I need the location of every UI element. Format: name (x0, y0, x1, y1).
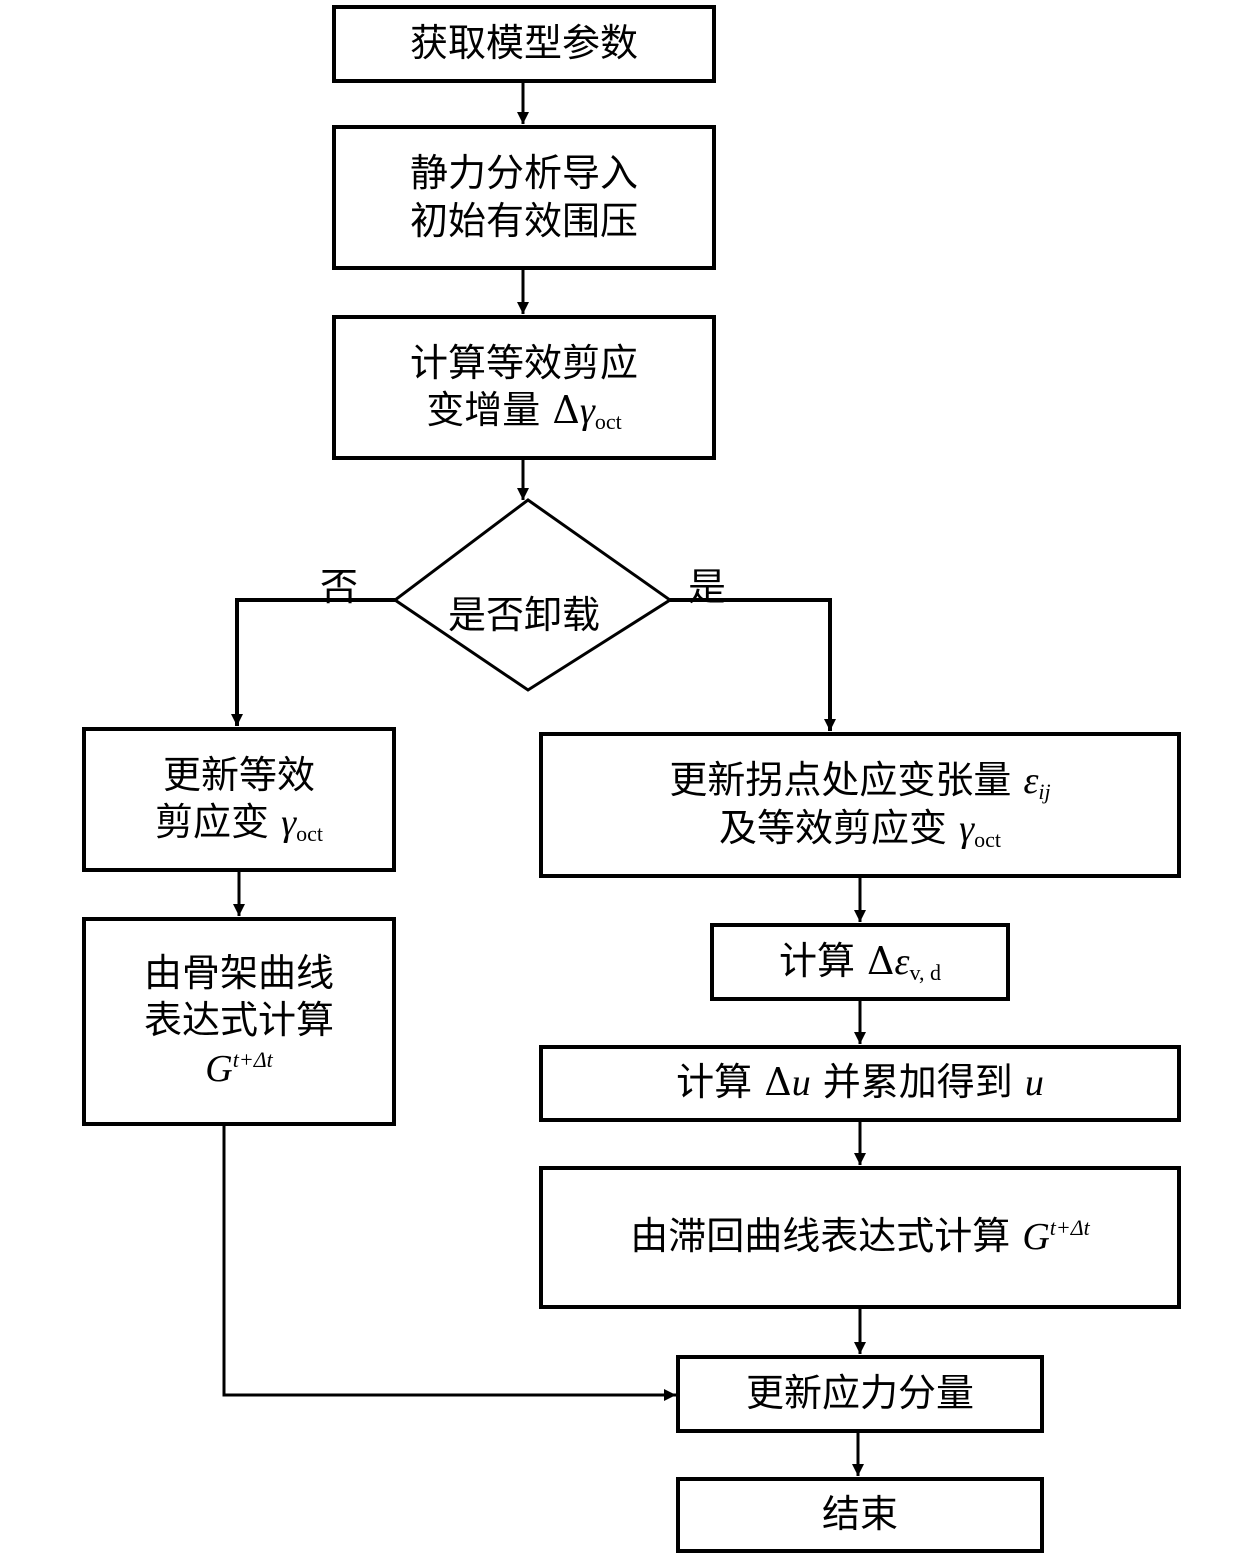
branch-yes-label: 是 (688, 565, 727, 609)
branch-yes-connector (670, 598, 832, 731)
end-box: 结束 (676, 1477, 1044, 1553)
arrow-skeleton-to-stress (222, 1125, 676, 1397)
update-stress-label: 更新应力分量 (745, 1371, 974, 1416)
decision-diamond (392, 498, 673, 692)
branch-no-connector (235, 598, 395, 726)
get-params-label: 获取模型参数 (409, 21, 638, 66)
calc-eps-vd-box: 计算 Δεv, d (710, 923, 1010, 1001)
update-shear-strain-box: 更新等效 剪应变 γoct (82, 727, 396, 872)
calc-u-line: 计算 Δu 并累加得到 u (676, 1059, 1044, 1108)
branch-no-label: 否 (320, 565, 359, 609)
oct-subscript: oct (594, 409, 622, 434)
static-analysis-line1: 静力分析导入 (409, 151, 638, 195)
hysteresis-text: 由滞回曲线表达式计算 (630, 1214, 1023, 1259)
g-symbol: G (205, 1047, 233, 1090)
u-symbol-2: u (1024, 1062, 1044, 1105)
update-right-line1: 更新拐点处应变张量 εij (669, 757, 1050, 806)
calc-eps-line: 计算 Δεv, d (779, 938, 941, 987)
skeleton-line1: 由骨架曲线 (143, 950, 334, 995)
calc-shear-line1: 计算等效剪应 (409, 340, 638, 385)
gamma-symbol: γ (579, 390, 595, 432)
update-stress-box: 更新应力分量 (676, 1355, 1044, 1433)
update-left-line1: 更新等效 (162, 752, 315, 797)
delta-symbol: Δ (552, 388, 580, 432)
update-left-line2: 剪应变 γoct (155, 799, 323, 848)
skeleton-line3: Gt+Δt (205, 1045, 272, 1094)
get-params-box: 获取模型参数 (332, 5, 716, 83)
calc-eps-text: 计算 (778, 938, 868, 983)
update-right-line2: 及等效剪应变 γoct (719, 805, 1001, 854)
t-dt-superscript: t+Δt (1049, 1215, 1090, 1241)
calc-shear-line2: 变增量 Δγoct (426, 387, 621, 436)
end-label: 结束 (821, 1492, 898, 1537)
u-symbol: u (791, 1062, 811, 1105)
delta-symbol: Δ (764, 1060, 792, 1105)
delta-symbol: Δ (867, 938, 895, 983)
g-symbol: G (1022, 1216, 1050, 1259)
hysteresis-box: 由滞回曲线表达式计算 Gt+Δt (539, 1166, 1181, 1309)
skeleton-curve-box: 由骨架曲线 表达式计算 Gt+Δt (82, 917, 396, 1126)
calc-u-text2: 并累加得到 (810, 1060, 1025, 1105)
update-strain-tensor-box: 更新拐点处应变张量 εij 及等效剪应变 γoct (539, 732, 1181, 878)
oct-subscript: oct (974, 827, 1001, 852)
static-analysis-box: 静力分析导入 初始有效围压 (332, 125, 716, 270)
epsilon-symbol: ε (894, 940, 910, 983)
vd-subscript: v, d (909, 959, 942, 985)
update-left-line2-text: 剪应变 (155, 800, 282, 844)
hysteresis-line: 由滞回曲线表达式计算 Gt+Δt (630, 1213, 1090, 1262)
gamma-symbol: γ (281, 802, 297, 844)
gamma-symbol: γ (959, 808, 975, 850)
skeleton-line2: 表达式计算 (143, 998, 334, 1043)
oct-subscript: oct (296, 821, 323, 846)
ij-subscript: ij (1038, 778, 1051, 804)
epsilon-symbol: ε (1023, 759, 1039, 802)
static-analysis-line2: 初始有效围压 (409, 198, 638, 243)
calc-u-text1: 计算 (676, 1060, 765, 1105)
calc-u-box: 计算 Δu 并累加得到 u (539, 1045, 1181, 1122)
update-right-line1-text: 更新拐点处应变张量 (669, 757, 1024, 802)
t-dt-superscript: t+Δt (232, 1046, 273, 1072)
calc-shear-line2-text: 变增量 (426, 388, 553, 432)
calc-shear-increment-box: 计算等效剪应 变增量 Δγoct (332, 315, 716, 460)
update-right-line2-text: 及等效剪应变 (719, 806, 960, 850)
decision-label: 是否卸载 (448, 593, 601, 637)
